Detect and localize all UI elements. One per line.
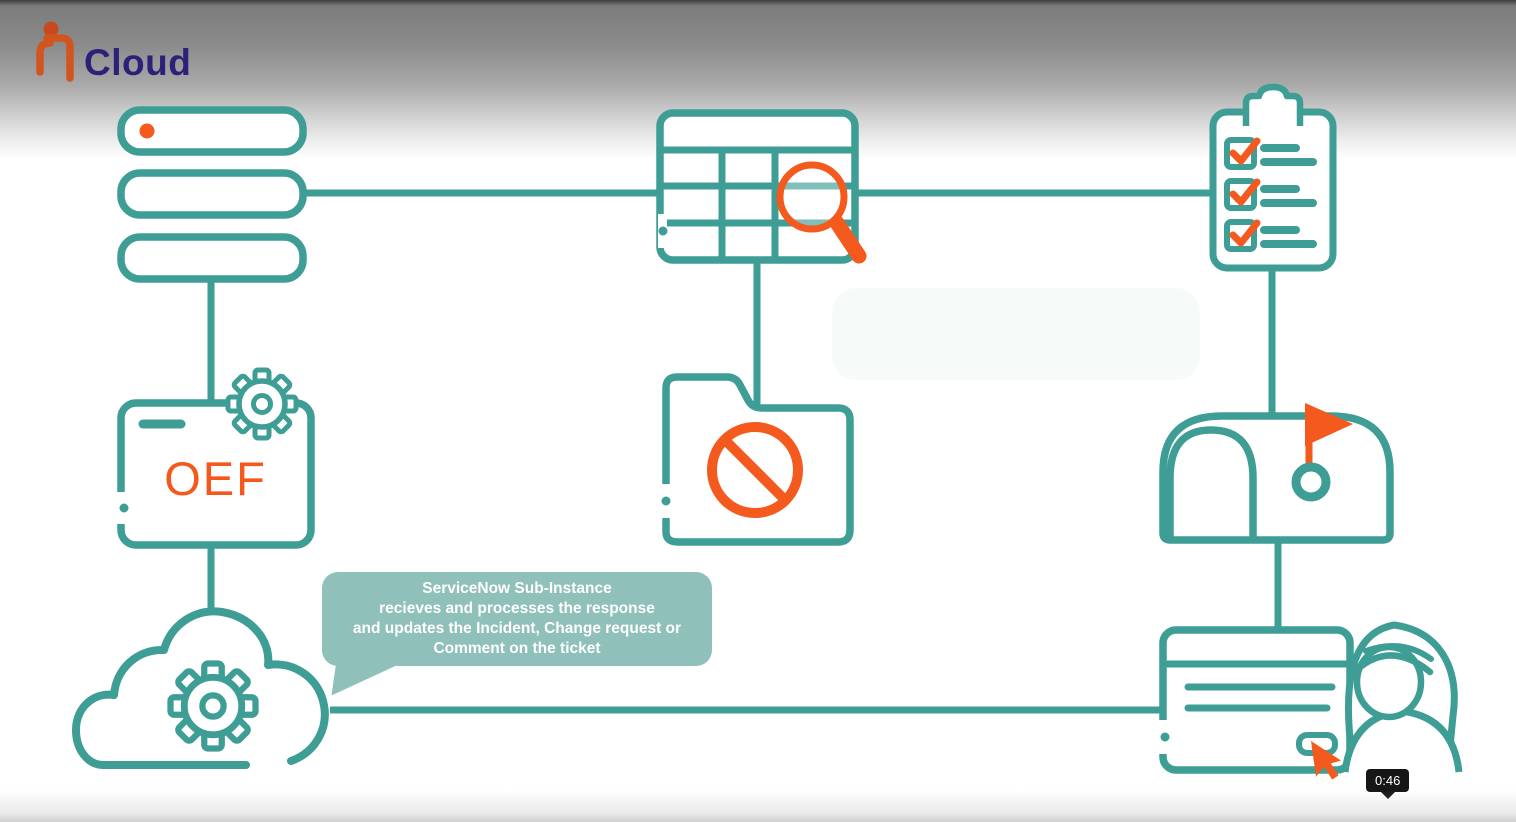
blocked-folder-icon: [661, 373, 854, 546]
mailbox-knob: [1291, 462, 1331, 502]
speech-bubble: ServiceNow Sub-Instance recieves and pro…: [322, 572, 712, 666]
cursor-icon: [1311, 741, 1342, 780]
logo-text: Cloud: [84, 42, 192, 83]
gear-icon: [171, 664, 256, 749]
data-table-icon: [656, 109, 867, 264]
oef-window-icon: [117, 370, 315, 549]
mailbox-icon: [1159, 403, 1394, 544]
gear-icon: [228, 370, 296, 438]
fading-callout: [832, 288, 1200, 380]
player-bar-fade: [0, 790, 1516, 822]
bangs-sweep: [1363, 643, 1434, 662]
checklist-items: [1224, 137, 1317, 252]
bangs: [1355, 652, 1434, 676]
female-user-icon: [1341, 621, 1463, 773]
cloud-gear-icon: [72, 607, 329, 769]
connector-lines: [207, 189, 1282, 714]
prohibition-icon: [707, 422, 803, 518]
itcloud-logo: Cloud: [30, 20, 191, 82]
server-stack-icon: [117, 106, 307, 283]
server-indicator-dot: [139, 123, 155, 139]
oef-label: OEF: [164, 452, 267, 505]
checklist-clipboard-icon: [1209, 83, 1337, 272]
itcloud-logo-mark-icon: [36, 21, 74, 82]
flag-icon: [1305, 403, 1353, 446]
magnifier-icon: [776, 161, 867, 264]
time-tooltip: 0:46: [1366, 769, 1410, 799]
